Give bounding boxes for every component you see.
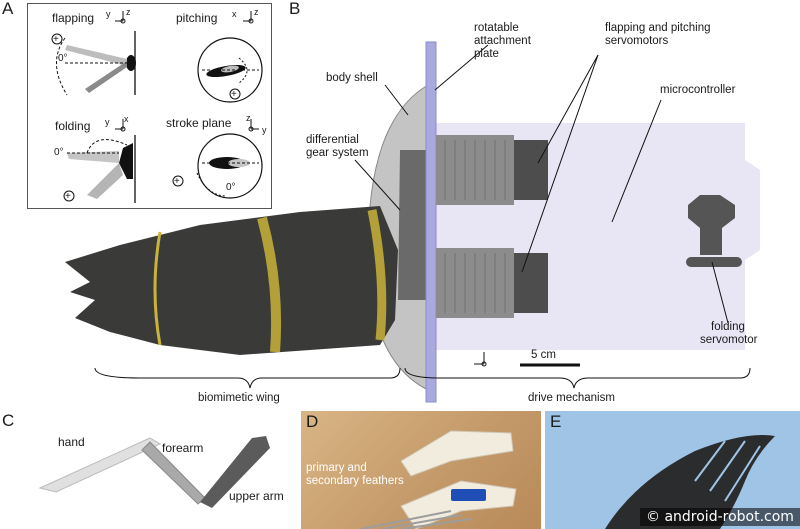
panel-letter-a: A <box>2 0 14 18</box>
folding-servomotor-base <box>686 257 742 267</box>
label-rotatable-3: plate <box>474 48 499 60</box>
panel-letter-e: E <box>550 412 562 431</box>
flapping-title: flapping <box>52 11 95 25</box>
flapping-body <box>126 55 136 71</box>
upper-arm-bone <box>200 436 270 508</box>
panel-e-wing <box>605 435 775 529</box>
label-feathers-1: primary and <box>306 462 367 474</box>
label-microcontroller: microcontroller <box>660 84 736 96</box>
label-folding-2: servomotor <box>700 334 758 346</box>
axis-label-pitch: x <box>232 9 237 19</box>
label-scale: 5 cm <box>531 349 556 361</box>
folding-plus-circle <box>63 190 75 202</box>
label-forearm: forearm <box>162 441 204 455</box>
panel-b-drawing <box>65 41 760 403</box>
wing-band-3 <box>367 209 387 341</box>
drive-brace <box>404 367 751 389</box>
panel-a-drawings <box>51 11 263 203</box>
panel-b-axes <box>474 352 487 367</box>
axis-label-pitch-z: z <box>254 7 259 17</box>
rotatable-attachment-plate <box>425 41 437 403</box>
label-rotatable-1: rotatable <box>474 22 519 34</box>
axis-label-flap: y <box>106 9 111 19</box>
axis-label-stroke: z <box>246 113 251 123</box>
label-servos-2: servomotors <box>605 35 669 47</box>
folding-title: folding <box>55 119 91 133</box>
panel-c-drawing <box>38 436 270 508</box>
leader-lines <box>354 44 729 324</box>
label-hand: hand <box>58 435 85 449</box>
pitching-airfoil-light <box>221 65 239 73</box>
differential-gear-system <box>398 150 428 300</box>
forearm-bones <box>141 441 206 505</box>
wing-brace <box>94 367 401 389</box>
label-upper-arm: upper arm <box>229 489 284 503</box>
wing-shape <box>65 206 398 355</box>
stroke-plane-circle <box>197 133 263 199</box>
wing-band-2 <box>257 216 282 353</box>
flapping-plus: + <box>53 34 59 45</box>
wing-band-1 <box>153 231 162 346</box>
label-diff-2: gear system <box>306 147 369 159</box>
panel-letter-b: B <box>289 0 301 18</box>
folding-wing-mid <box>87 163 123 199</box>
pitching-title: pitching <box>176 11 218 25</box>
axis-markers <box>115 11 259 132</box>
axis-label-fold: y <box>105 117 110 127</box>
label-drive-mechanism: drive mechanism <box>528 392 615 404</box>
folding-wing-light <box>67 151 119 163</box>
panel-letter-d: D <box>306 412 319 431</box>
flapping-wing-dark <box>85 61 127 93</box>
stroke-plane-angle: 0° <box>226 182 236 193</box>
servo-lower-head <box>514 253 548 313</box>
flapping-plus-circle <box>51 33 63 45</box>
panel-d-photo <box>301 411 541 529</box>
pitching-plus-circle <box>229 88 241 100</box>
axis-label-flap-z: z <box>126 7 131 17</box>
flapping-arc <box>56 37 68 96</box>
label-diff-1: differential <box>306 134 359 146</box>
watermark: © android-robot.com <box>640 508 800 526</box>
hand-bones <box>38 437 162 493</box>
stroke-plane-plus-circle <box>172 175 184 187</box>
stroke-plane-arrow <box>196 172 226 197</box>
label-body-shell: body shell <box>326 72 378 84</box>
pitching-plus: + <box>231 89 237 100</box>
flapping-wing-light <box>65 45 127 66</box>
axis-label-fold-x: x <box>124 114 129 124</box>
folding-plus: + <box>65 191 71 202</box>
servo-fins <box>444 140 506 313</box>
panel-d-parts <box>360 430 517 529</box>
flapping-angle: 0° <box>58 53 68 64</box>
servo-upper-head <box>514 140 548 200</box>
folding-arc <box>86 139 128 154</box>
panel-a-frame <box>27 3 272 209</box>
axis-label-stroke-y: y <box>262 125 267 135</box>
folding-body <box>119 143 133 179</box>
label-biomimetic-wing: biomimetic wing <box>198 392 280 404</box>
folding-angle: 0° <box>54 147 64 158</box>
label-folding-1: folding <box>711 321 745 333</box>
stroke-plane-title: stroke plane <box>166 116 232 130</box>
panel-letter-c: C <box>2 411 15 430</box>
pitching-circle <box>197 37 263 103</box>
label-servos-1: flapping and pitching <box>605 22 711 34</box>
label-rotatable-2: attachment <box>474 35 531 47</box>
stroke-plane-plus: + <box>174 176 180 187</box>
label-feathers-2: secondary feathers <box>306 475 404 487</box>
folding-servomotor <box>688 195 735 255</box>
